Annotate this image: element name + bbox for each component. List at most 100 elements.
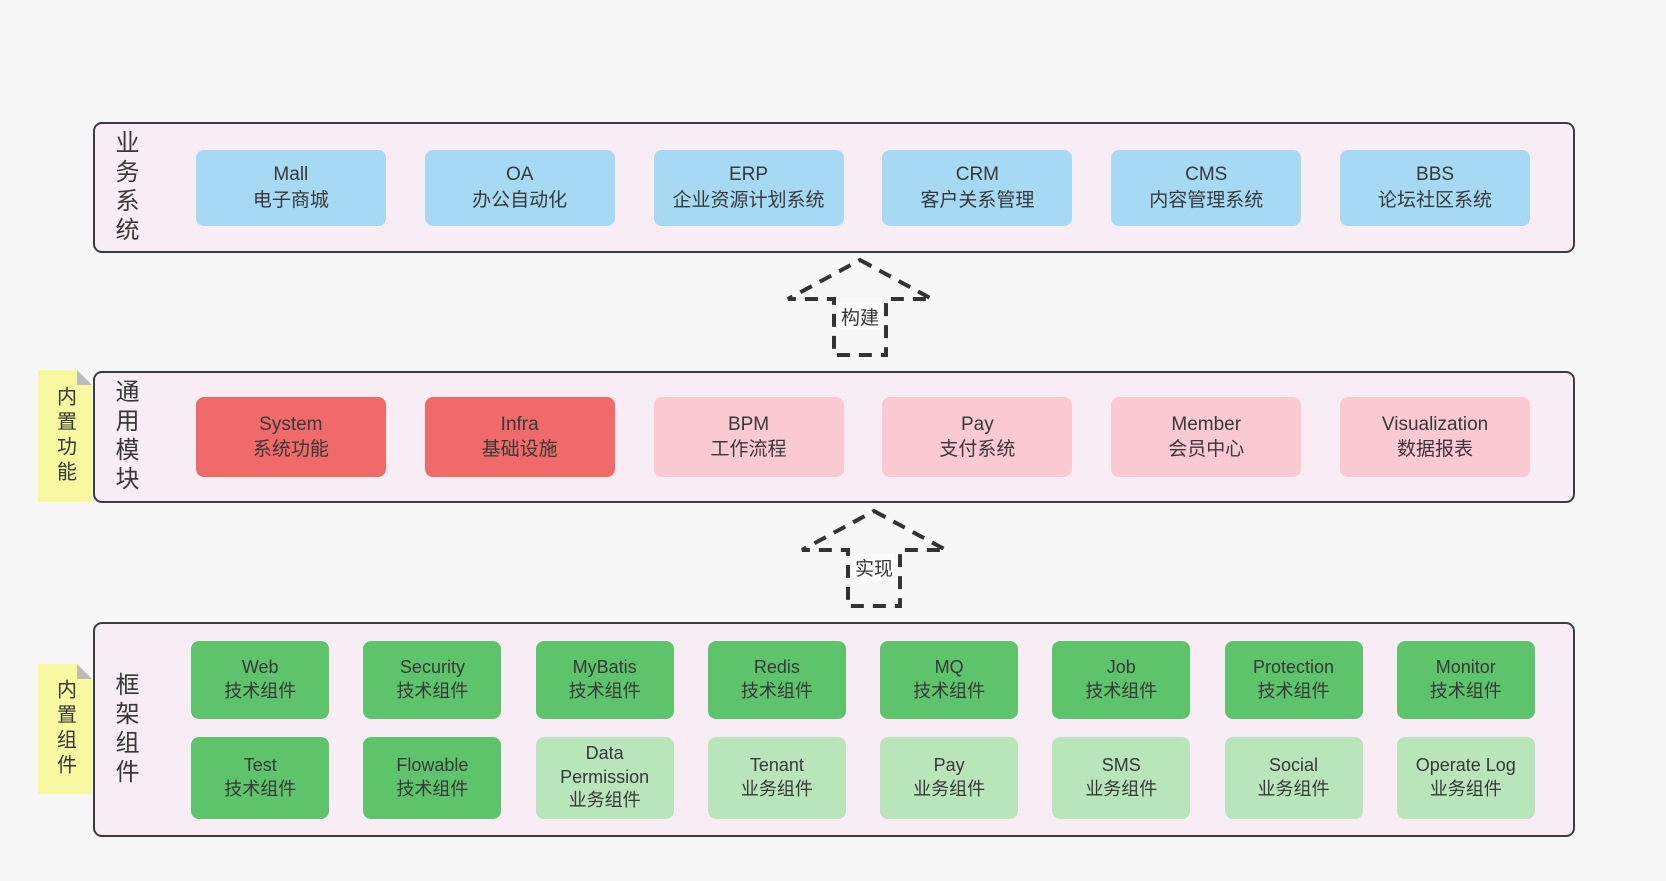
box-subtitle: 技术组件 (913, 680, 986, 701)
box-title: CMS (1185, 164, 1228, 186)
box-title: MyBatis (572, 656, 637, 677)
up-arrow-icon (787, 257, 933, 357)
box-bpm: BPM 工作流程 (653, 397, 844, 477)
box-title: Social (1269, 754, 1319, 775)
box-subtitle: 技术组件 (224, 778, 297, 799)
box-subtitle: 办公自动化 (472, 189, 568, 211)
builtin-features-note: 内置功能 (38, 370, 92, 502)
box-pay: Pay 业务组件 (880, 736, 1019, 819)
box-title: Flowable (396, 754, 469, 775)
box-subtitle: 业务组件 (1257, 778, 1330, 799)
box-title: Redis (753, 656, 800, 677)
note-label: 内置组件 (53, 679, 76, 779)
box-subtitle: 业务组件 (1429, 778, 1502, 799)
box-title: BPM (727, 413, 770, 435)
box-flowable: Flowable 技术组件 (363, 736, 502, 819)
box-web: Web 技术组件 (191, 640, 330, 719)
build-arrow: 构建 (785, 257, 935, 359)
box-subtitle: 技术组件 (224, 680, 297, 701)
box-subtitle: 数据报表 (1397, 439, 1474, 460)
box-monitor: Monitor 技术组件 (1396, 640, 1535, 719)
box-title: Job (1106, 656, 1136, 677)
box-subtitle: 内容管理系统 (1149, 189, 1264, 211)
box-subtitle: 企业资源计划系统 (672, 189, 825, 211)
box-subtitle: 业务组件 (1085, 778, 1158, 799)
box-subtitle: 客户关系管理 (920, 189, 1035, 211)
box-title: CRM (955, 164, 1000, 186)
box-title: Pay (933, 754, 965, 775)
box-title: Operate Log (1415, 754, 1516, 775)
layer-title: 框架组件 (111, 671, 138, 788)
box-erp: ERP 企业资源计划系统 (653, 149, 844, 226)
box-subtitle: 技术组件 (396, 680, 469, 701)
box-operate-log: Operate Log 业务组件 (1396, 736, 1535, 819)
box-title: BBS (1416, 164, 1455, 186)
layer-title: 业务系统 (111, 129, 138, 246)
box-mq: MQ 技术组件 (880, 640, 1019, 719)
box-subtitle: 会员中心 (1168, 439, 1245, 460)
box-crm: CRM 客户关系管理 (882, 149, 1073, 226)
box-title: SMS (1101, 754, 1141, 775)
box-social: Social 业务组件 (1224, 736, 1363, 819)
box-title: Infra (500, 413, 539, 435)
box-subtitle: 技术组件 (396, 778, 469, 799)
box-subtitle: 技术组件 (568, 680, 641, 701)
box-title: Tenant (749, 754, 804, 775)
box-subtitle: 支付系统 (939, 439, 1016, 460)
box-subtitle: 技术组件 (1257, 680, 1330, 701)
layer-title: 通用模块 (111, 379, 138, 495)
box-title: ERP (728, 164, 769, 186)
implement-arrow: 实现 (799, 508, 949, 610)
box-bbs: BBS 论坛社区系统 (1340, 149, 1531, 226)
note-label: 内置功能 (53, 386, 76, 486)
box-row: Test 技术组件 Flowable 技术组件 Data Permission 业务组件 T… (157, 736, 1569, 819)
box-visualization: Visualization 数据报表 (1340, 397, 1531, 477)
box-title: Mall (273, 164, 309, 186)
box-subtitle: 基础设施 (481, 439, 558, 460)
box-title: MQ (934, 656, 964, 677)
build-arrow-label: 构建 (838, 303, 882, 330)
box-infra: Infra 基础设施 (424, 397, 615, 477)
box-title: Web (241, 656, 279, 677)
box-title: Data Permission (560, 742, 650, 787)
box-subtitle: 技术组件 (1429, 680, 1502, 701)
box-member: Member 会员中心 (1111, 397, 1302, 477)
box-subtitle: 技术组件 (740, 680, 813, 701)
box-title: Monitor (1435, 656, 1496, 677)
box-security: Security 技术组件 (363, 640, 502, 719)
box-title: System (259, 413, 323, 435)
box-subtitle: 业务组件 (913, 778, 986, 799)
box-test: Test 技术组件 (191, 736, 330, 819)
box-subtitle: 系统功能 (252, 439, 329, 460)
box-redis: Redis 技术组件 (707, 640, 846, 719)
implement-arrow-label: 实现 (852, 554, 896, 581)
builtin-components-note: 内置组件 (38, 664, 92, 794)
box-mybatis: MyBatis 技术组件 (535, 640, 674, 719)
box-subtitle: 业务组件 (568, 790, 641, 811)
box-title: Security (399, 656, 465, 677)
box-data-permission: Data Permission 业务组件 (535, 736, 674, 819)
box-subtitle: 工作流程 (710, 439, 787, 460)
box-subtitle: 电子商城 (252, 189, 329, 211)
box-subtitle: 论坛社区系统 (1378, 189, 1493, 211)
box-sms: SMS 业务组件 (1052, 736, 1191, 819)
box-title: Test (243, 754, 277, 775)
box-title: Member (1171, 413, 1242, 435)
box-subtitle: 业务组件 (740, 778, 813, 799)
box-mall: Mall 电子商城 (195, 149, 386, 226)
box-title: Visualization (1381, 413, 1489, 435)
